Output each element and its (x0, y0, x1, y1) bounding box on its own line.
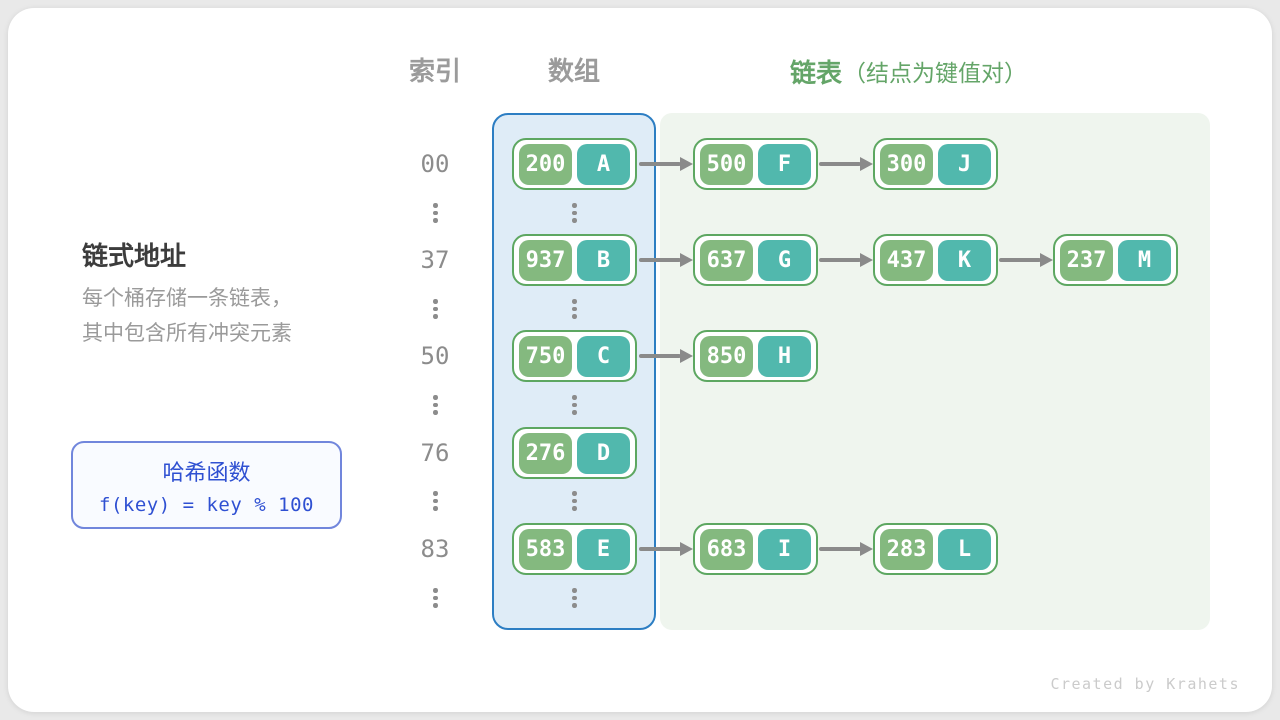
node-value: D (577, 432, 630, 474)
index-label: 83 (420, 535, 450, 563)
node-value: E (577, 528, 630, 570)
bucket-node: 276 D (512, 427, 637, 479)
index-label: 76 (420, 439, 450, 467)
description-line-2: 其中包含所有冲突元素 (82, 322, 292, 345)
node-value: G (758, 239, 811, 281)
index-label: 00 (420, 150, 450, 178)
description-text: 每个桶存储一条链表， 其中包含所有冲突元素 (82, 281, 292, 351)
header-linked-list-note: （结点为键值对） (843, 60, 1028, 86)
node-value: B (577, 239, 630, 281)
index-label: 50 (420, 342, 450, 370)
arrow-right-icon (639, 138, 693, 190)
chain-node: 850 H (693, 330, 818, 382)
node-key: 276 (519, 432, 572, 474)
node-key: 937 (519, 239, 572, 281)
vertical-ellipsis-icon (433, 395, 438, 415)
vertical-ellipsis-icon (572, 203, 577, 223)
node-key: 850 (700, 335, 753, 377)
chain-node: 283 L (873, 523, 998, 575)
arrow-right-icon (819, 138, 873, 190)
hash-function-formula: f(key) = key % 100 (99, 493, 314, 516)
chain-node: 683 I (693, 523, 818, 575)
hash-function-title: 哈希函数 (162, 459, 251, 485)
hash-bucket-row: 200 A 500 F 300 J (0, 138, 1280, 190)
node-value: H (758, 335, 811, 377)
vertical-ellipsis-icon (572, 588, 577, 608)
node-key: 237 (1060, 239, 1113, 281)
node-key: 300 (880, 143, 933, 185)
node-value: K (938, 239, 991, 281)
arrow-right-icon (639, 523, 693, 575)
hash-bucket-row: 583 E 683 I 283 L (0, 523, 1280, 575)
chain-node: 637 G (693, 234, 818, 286)
vertical-ellipsis-icon (433, 299, 438, 319)
vertical-ellipsis-icon (433, 588, 438, 608)
node-value: C (577, 335, 630, 377)
credit-text: Created by Krahets (1050, 675, 1240, 693)
vertical-ellipsis-icon (572, 299, 577, 319)
arrow-right-icon (639, 330, 693, 382)
bucket-node: 200 A (512, 138, 637, 190)
node-key: 750 (519, 335, 572, 377)
bucket-node: 750 C (512, 330, 637, 382)
vertical-ellipsis-icon (433, 491, 438, 511)
chain-node: 437 K (873, 234, 998, 286)
node-key: 283 (880, 528, 933, 570)
node-key: 437 (880, 239, 933, 281)
hash-function-box: 哈希函数 f(key) = key % 100 (71, 441, 342, 529)
chain-node: 300 J (873, 138, 998, 190)
vertical-ellipsis-icon (433, 203, 438, 223)
hash-bucket-row: 750 C 850 H (0, 330, 1280, 382)
node-key: 683 (700, 528, 753, 570)
arrow-right-icon (999, 234, 1053, 286)
header-index: 索引 (408, 56, 461, 86)
chain-node: 237 M (1053, 234, 1178, 286)
arrow-right-icon (819, 234, 873, 286)
node-value: I (758, 528, 811, 570)
hash-bucket-row: 937 B 637 G 437 K 237 M (0, 234, 1280, 286)
header-linked-list: 链表 （结点为键值对） (790, 54, 1027, 88)
header-array: 数组 (547, 56, 600, 86)
node-value: A (577, 143, 630, 185)
vertical-ellipsis-icon (572, 395, 577, 415)
index-label: 37 (420, 246, 450, 274)
page-title: 链式地址 (82, 241, 187, 271)
bucket-node: 583 E (512, 523, 637, 575)
node-key: 200 (519, 143, 572, 185)
node-value: J (938, 143, 991, 185)
node-key: 500 (700, 143, 753, 185)
node-value: L (938, 528, 991, 570)
hash-bucket-row: 276 D (0, 427, 1280, 479)
bucket-node: 937 B (512, 234, 637, 286)
arrow-right-icon (639, 234, 693, 286)
chain-node: 500 F (693, 138, 818, 190)
node-value: M (1118, 239, 1171, 281)
header-linked-list-label: 链表 (790, 57, 843, 88)
node-value: F (758, 143, 811, 185)
node-key: 637 (700, 239, 753, 281)
arrow-right-icon (819, 523, 873, 575)
description-line-1: 每个桶存储一条链表， (82, 287, 292, 310)
node-key: 583 (519, 528, 572, 570)
vertical-ellipsis-icon (572, 491, 577, 511)
